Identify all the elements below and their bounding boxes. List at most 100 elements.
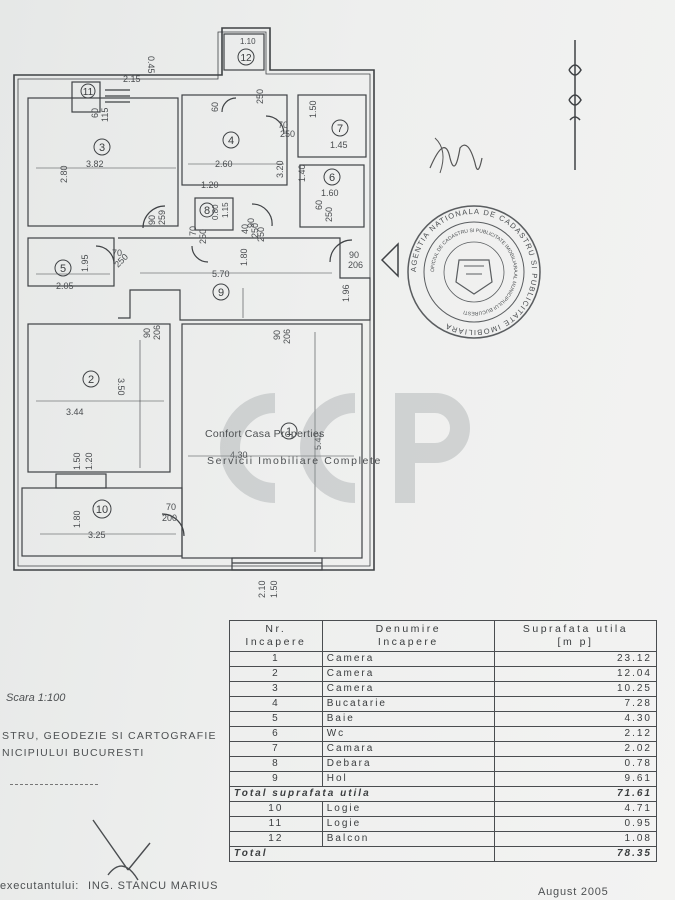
room-label-11: 11 [83,87,94,98]
door-label: 206 [152,325,162,340]
door-label: 40 [240,224,250,234]
dim-label: 1.50 [269,580,279,598]
watermark-tagline: Servicii Imobiliare Complete [207,455,382,467]
dim-label: 5.42 [313,432,323,450]
room-label-7: 7 [337,123,343,135]
room-label-4: 4 [228,135,234,147]
door-label: 206 [348,260,363,270]
dim-label: 1.60 [321,188,339,198]
room-label-1: 1 [286,426,292,438]
document-date: August 2005 [538,886,609,898]
door-label: 90 [147,215,157,225]
executant-label: executantului: [0,880,80,892]
door-label: 250 [198,229,208,244]
door-label: 70 [278,120,288,130]
dim-label: 3.44 [66,407,84,417]
room-label-10: 10 [96,504,108,516]
dim-label: 3.82 [86,159,104,169]
room-label-3: 3 [99,142,105,154]
svg-text:OFICIUL DE CADASTRU SI PUBLICI: OFICIUL DE CADASTRU SI PUBLICITATE IMOBI… [430,228,518,316]
door-label: 60 [210,102,220,112]
dim-label: 5.70 [212,269,230,279]
dim-label: 1.10 [240,37,256,46]
dim-label: 1.80 [239,248,249,266]
dim-label: 1.80 [72,510,82,528]
institution-line-2: NICIPIULUI BUCURESTI [2,747,145,759]
door-label: 206 [282,329,292,344]
dim-label: 2.05 [56,281,74,291]
door-label: 250 [256,227,266,242]
room-label-12: 12 [240,53,252,64]
dim-label: 1.95 [80,254,90,272]
svg-text:AGENTIA NATIONALA DE CADASTRU: AGENTIA NATIONALA DE CADASTRU SI PUBLICI… [409,207,539,337]
door-label: 0.80 [211,204,220,220]
door-label: 70 [166,502,176,512]
signature [92,819,151,881]
dim-label: 3.25 [88,530,106,540]
dim-label: 0.45 [146,56,156,74]
room-label-6: 6 [329,172,335,184]
door-label: 250 [280,129,295,139]
engineer-name: ING. STANCU MARIUS [88,880,219,892]
dim-label: 1.96 [341,284,351,302]
dim-label: 2.10 [257,580,267,598]
dim-label: 2.15 [123,74,141,84]
institution-line-1: STRU, GEODEZIE SI CARTOGRAFIE [2,730,217,742]
dim-label: 4.30 [230,450,248,460]
floor-plan: 1 2 3 4 5 6 7 8 9 10 11 12 2.15 0.45 1.1… [13,27,399,598]
north-arrow-icon [568,40,582,170]
signature-line [10,784,98,785]
door-label: 60 [314,200,324,210]
dim-label: 3.50 [116,378,126,396]
dim-label: 1.20 [201,180,219,190]
dim-label: 1.40 [297,164,307,182]
room-label-9: 9 [218,287,224,299]
dim-label: 3.20 [275,160,285,178]
room-label-2: 2 [88,374,94,386]
room-label-5: 5 [60,263,66,275]
room-label-8: 8 [204,205,210,217]
dim-label: 1.50 [72,452,82,470]
header-area: Suprafata utila[m p] [493,620,658,652]
signature [429,137,483,174]
door-label: 250 [324,207,334,222]
watermark-company-name: Confort Casa Properties [205,428,325,440]
door-label: 90 [272,330,282,340]
door-label: 259 [157,210,167,225]
door-label: 200 [162,513,177,523]
door-label: 90 [349,250,359,260]
door-label: 60 [90,108,100,118]
dim-label: 2.60 [215,159,233,169]
stamp-inner-text: OFICIUL DE CADASTRU SI PUBLICITATE IMOBI… [430,228,518,316]
scale-label: Scara 1:100 [6,692,66,704]
official-stamp: AGENTIA NATIONALA DE CADASTRU SI PUBLICI… [407,205,541,339]
door-label: 90 [246,218,256,228]
door-label: 90 [142,328,152,338]
door-label: 1.15 [221,202,230,218]
dim-label: 1.50 [308,100,318,118]
dim-label: 1.45 [330,140,348,150]
stamp-outer-text: AGENTIA NATIONALA DE CADASTRU SI PUBLICI… [409,207,538,337]
door-label: 250 [250,223,260,238]
door-label: 115 [100,108,110,122]
door-label: 70 [188,226,198,236]
door-label: 70 [112,248,122,258]
dim-label: 2.80 [59,165,69,183]
